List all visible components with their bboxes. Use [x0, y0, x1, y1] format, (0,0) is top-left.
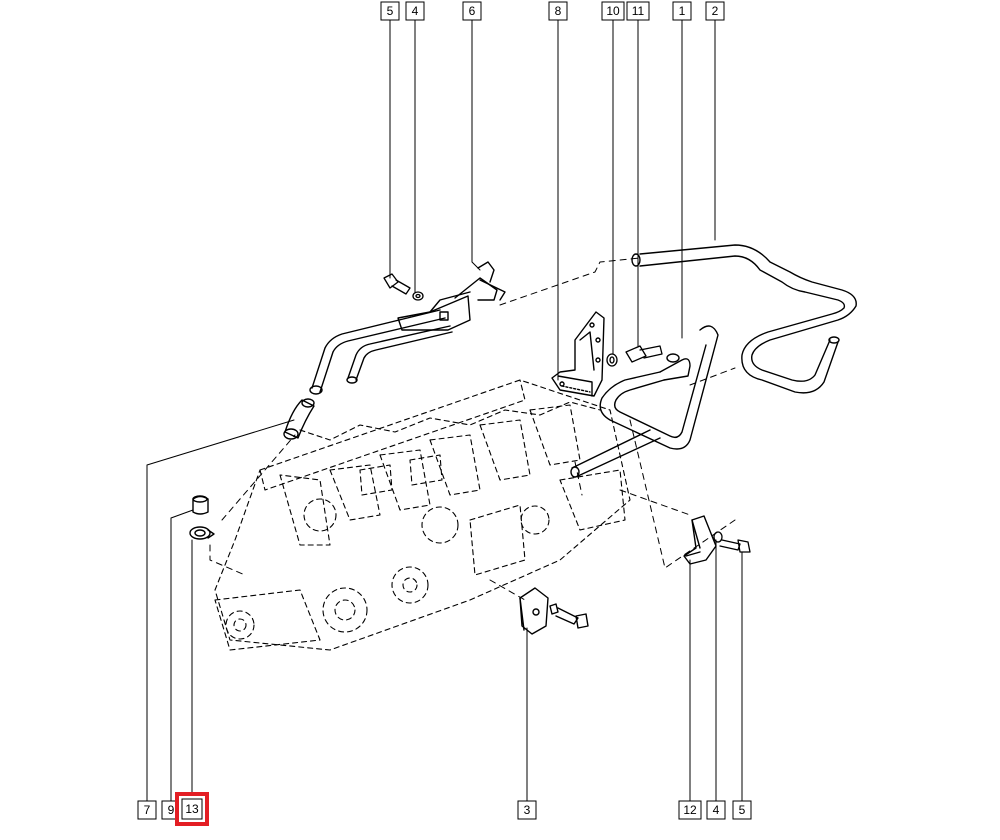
svg-text:6: 6: [469, 4, 476, 18]
svg-text:11: 11: [632, 4, 645, 18]
callout-1: 1: [672, 1, 692, 21]
callout-3: 3: [517, 800, 537, 820]
pipe-1: [570, 325, 719, 478]
svg-text:13: 13: [185, 802, 199, 816]
clip-12: [683, 515, 717, 565]
callout-4-top: 4: [405, 1, 425, 21]
callout-12: 12: [678, 800, 702, 820]
svg-text:5: 5: [739, 803, 746, 817]
callout-10: 10: [601, 1, 625, 21]
pipe-2: [631, 244, 857, 394]
bolt-5-bottom: [719, 539, 751, 553]
svg-text:4: 4: [713, 803, 720, 817]
bolt-5-top: [383, 273, 411, 295]
clip-13: [189, 526, 215, 540]
svg-text:8: 8: [555, 4, 562, 18]
callout-5-bottom: 5: [732, 800, 752, 820]
callout-4-bottom: 4: [706, 800, 726, 820]
leader-lines: [146, 19, 743, 804]
pipe-assembly-6: [309, 261, 506, 395]
svg-text:2: 2: [712, 4, 719, 18]
svg-text:12: 12: [683, 803, 697, 817]
svg-text:7: 7: [144, 803, 151, 817]
washer-4-bottom: [713, 531, 723, 543]
bolt-11: [625, 345, 663, 363]
callout-6: 6: [462, 1, 482, 21]
washer-4-top: [412, 291, 424, 301]
bracket-8: [551, 311, 605, 397]
clamp-3: [519, 587, 589, 635]
callout-5-top: 5: [380, 1, 400, 21]
svg-text:4: 4: [412, 4, 419, 18]
callout-2: 2: [705, 1, 725, 21]
svg-text:9: 9: [168, 803, 175, 817]
callout-7: 7: [137, 800, 157, 820]
svg-text:1: 1: [679, 4, 686, 18]
svg-text:10: 10: [606, 4, 620, 18]
callout-11: 11: [626, 1, 650, 21]
svg-text:5: 5: [387, 4, 394, 18]
callout-13-highlighted[interactable]: 13: [175, 792, 209, 826]
svg-text:3: 3: [524, 803, 531, 817]
washer-10: [606, 353, 618, 367]
fitting-9: [192, 495, 209, 515]
hose-7: [283, 398, 315, 440]
callout-8: 8: [548, 1, 568, 21]
engine-block-phantom: [214, 379, 631, 651]
